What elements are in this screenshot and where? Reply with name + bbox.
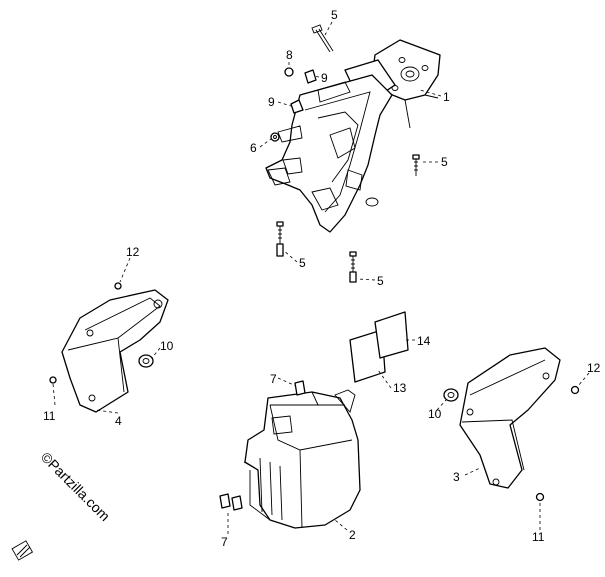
callout-5-lower-right: 5 xyxy=(377,274,384,288)
screw-12-right xyxy=(570,385,580,395)
part-4-left-side-cover xyxy=(61,289,169,413)
callout-13: 13 xyxy=(393,381,407,395)
part-2-tray xyxy=(243,389,361,529)
grommet-10-left xyxy=(138,354,154,368)
callout-5-top: 5 xyxy=(331,8,338,22)
callout-8: 8 xyxy=(286,48,293,62)
callout-9-lower: 9 xyxy=(268,95,275,109)
part-14-pad xyxy=(374,311,409,359)
part-13-pad xyxy=(349,329,386,383)
callout-11-left: 11 xyxy=(43,409,56,423)
callout-14: 14 xyxy=(417,334,431,348)
screw-11-left xyxy=(49,376,57,384)
callout-5-right: 5 xyxy=(441,155,448,169)
nut-8 xyxy=(284,67,294,77)
grommet-10-right xyxy=(443,388,459,402)
callouts: 5 1 8 9 9 6 5 5 5 12 10 11 4 14 13 7 7 2… xyxy=(43,8,601,549)
clip-9-lower xyxy=(290,99,304,114)
callout-12-right: 12 xyxy=(587,361,601,375)
bolt-5-right xyxy=(412,154,420,176)
callout-10-left: 10 xyxy=(160,339,174,353)
leader-lines xyxy=(52,21,590,534)
callout-11-right: 11 xyxy=(532,530,545,544)
callout-9-upper: 9 xyxy=(321,71,328,85)
bolt-6 xyxy=(270,132,280,142)
bolt-5-top xyxy=(311,24,334,53)
callout-1: 1 xyxy=(443,90,450,104)
watermark: ©Partzilla.com xyxy=(11,449,113,561)
watermark-text: ©Partzilla.com xyxy=(38,449,113,524)
bolt-5-lower-right xyxy=(349,251,357,283)
callout-2: 2 xyxy=(349,528,356,542)
callout-12-left: 12 xyxy=(126,245,140,259)
clip-9-upper xyxy=(304,69,317,84)
callout-7-top: 7 xyxy=(270,372,277,386)
clip-7-top xyxy=(294,380,306,396)
callout-6: 6 xyxy=(250,141,257,155)
callout-7-bottom: 7 xyxy=(221,535,228,549)
screw-11-right xyxy=(535,492,545,502)
callout-3: 3 xyxy=(453,470,460,484)
callout-5-lower-left: 5 xyxy=(299,256,306,270)
clip-7-bottom xyxy=(219,493,243,511)
screw-12-left xyxy=(114,282,122,290)
callout-4: 4 xyxy=(115,414,122,428)
part-1-rear-frame xyxy=(265,39,441,233)
part-3-right-side-cover xyxy=(459,347,561,489)
watermark-logo-icon xyxy=(11,540,34,561)
callout-10-right: 10 xyxy=(428,407,442,421)
bolt-5-lower-left xyxy=(276,221,284,257)
